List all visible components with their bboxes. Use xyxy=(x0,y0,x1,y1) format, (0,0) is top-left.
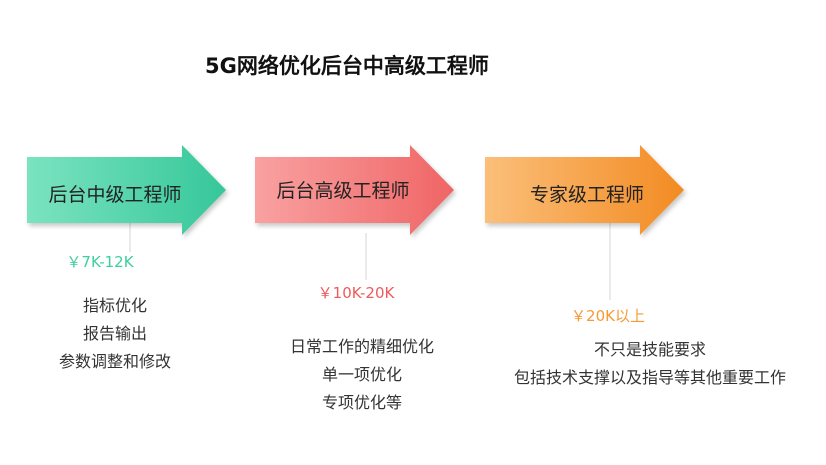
stage-label-1: 后台中级工程师 xyxy=(48,184,182,206)
duty-item: 单一项优化 xyxy=(321,365,402,384)
stage-label-2: 后台高级工程师 xyxy=(276,180,410,202)
duty-item: 日常工作的精细优化 xyxy=(289,337,434,356)
salary-stage-3: ￥20K以上 xyxy=(571,307,645,325)
stage-arrow-2 xyxy=(255,145,454,235)
duties-stage-2: 日常工作的精细优化 单一项优化 专项优化等 xyxy=(252,333,472,417)
stage-arrow-3 xyxy=(485,145,684,235)
stage-arrow-1 xyxy=(27,145,226,235)
duties-stage-1: 指标优化 报告输出 参数调整和修改 xyxy=(10,292,220,376)
stage-label-3: 专家级工程师 xyxy=(529,184,644,206)
salary-stage-1: ￥7K-12K xyxy=(66,253,134,271)
duty-item: 包括技术支撑以及指导等其他重要工作 xyxy=(513,368,786,387)
salary-stage-2: ￥10K-20K xyxy=(317,284,395,302)
duties-stage-3: 不只是技能要求 包括技术支撑以及指导等其他重要工作 xyxy=(480,336,820,392)
duty-item: 专项优化等 xyxy=(321,393,402,412)
duty-item: 参数调整和修改 xyxy=(58,352,171,371)
diagram-title: 5G网络优化后台中高级工程师 xyxy=(205,54,489,78)
duty-item: 报告输出 xyxy=(82,324,147,343)
duty-item: 指标优化 xyxy=(82,296,147,315)
duty-item: 不只是技能要求 xyxy=(593,340,706,359)
